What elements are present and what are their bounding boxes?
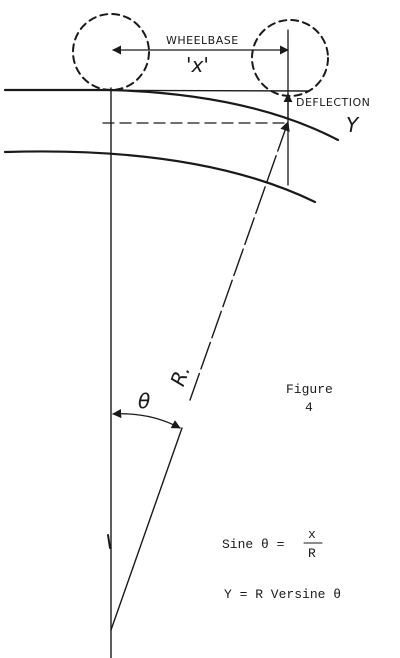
wheelbase-variable: 'x' [186, 53, 209, 77]
sine-formula-denominator: R [308, 546, 316, 561]
left-wheel-circle [72, 13, 150, 91]
figure-caption-line1: Figure [286, 382, 333, 397]
deflection-variable: Y [346, 113, 360, 137]
inner-curved-rail [3, 150, 317, 204]
wheelbase-label: WHEELBASE [166, 34, 239, 47]
angle-arc [112, 409, 181, 429]
deflection-label: DEFLECTION [296, 96, 370, 109]
figure-caption-line2: 4 [305, 400, 313, 415]
angle-variable: θ [138, 389, 150, 413]
sine-formula-lhs: Sine θ = [222, 537, 285, 552]
sine-formula-numerator: x [308, 527, 316, 542]
centre-line-tick [107, 534, 111, 549]
right-wheel-circle [251, 19, 329, 97]
lower-radius-line [110, 427, 183, 631]
versine-formula: Y = R Versine θ [224, 587, 341, 602]
radius-line [189, 121, 290, 401]
radius-variable: R. [165, 362, 194, 389]
outer-curved-rail [3, 88, 340, 142]
